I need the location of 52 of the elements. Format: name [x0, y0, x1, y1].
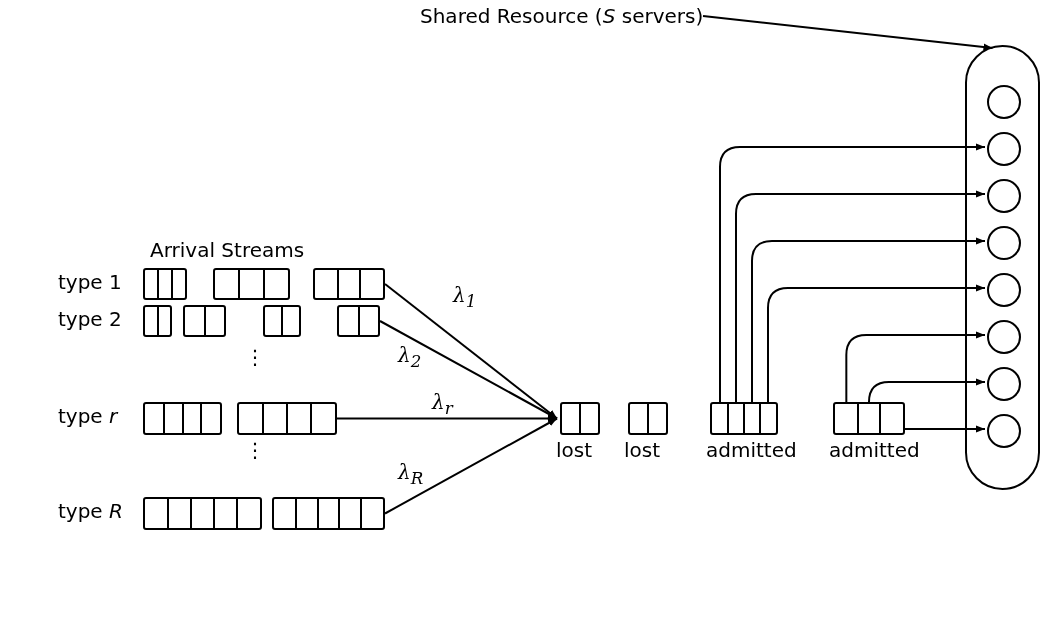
packet-caption: lost — [624, 438, 661, 462]
edge-label: λ$_{2}$ — [398, 343, 422, 372]
arrow — [719, 143, 986, 403]
arrow — [904, 425, 986, 433]
server-pool-band — [965, 45, 1040, 490]
server-circle — [987, 320, 1021, 354]
packet-box — [237, 402, 337, 435]
server-circle — [987, 273, 1021, 307]
packet-box — [143, 268, 187, 300]
server-circle — [987, 226, 1021, 260]
packet-caption: admitted — [829, 438, 920, 462]
arrow — [845, 331, 986, 403]
stream-label: type R — [58, 499, 123, 523]
edge-label: λ$_{r}$ — [432, 390, 453, 419]
leader-line — [702, 15, 994, 51]
arrow — [379, 320, 558, 420]
stream-label: type 1 — [58, 270, 122, 294]
stream-label: type r — [58, 404, 118, 428]
arrow — [384, 283, 558, 420]
resource-label: Shared Resource (S servers) — [420, 4, 704, 28]
packet-box — [213, 268, 290, 300]
server-circle — [987, 85, 1021, 119]
arrow — [735, 190, 986, 403]
ellipsis-mark: ⋮ — [245, 438, 265, 462]
arrow — [751, 237, 986, 403]
packet-caption: lost — [556, 438, 593, 462]
packet-box — [337, 305, 380, 337]
packet-box — [313, 268, 385, 300]
arrow — [336, 414, 558, 423]
packet-caption: admitted — [706, 438, 797, 462]
arrow — [868, 378, 986, 403]
packet-box — [272, 497, 385, 530]
stream-label: type 2 — [58, 307, 122, 331]
packet-box — [263, 305, 301, 337]
server-circle — [987, 367, 1021, 401]
packet-box — [143, 402, 222, 435]
edge-label: λ$_{R}$ — [398, 460, 424, 489]
arrow — [384, 417, 558, 515]
server-circle — [987, 414, 1021, 448]
packet-box — [710, 402, 778, 435]
packet-box — [628, 402, 668, 435]
packet-box — [560, 402, 600, 435]
server-circle — [987, 132, 1021, 166]
packet-box — [183, 305, 226, 337]
edge-label: λ$_{1}$ — [453, 283, 477, 312]
heading-label: Arrival Streams — [150, 238, 305, 262]
arrow — [767, 284, 986, 403]
ellipsis-mark: ⋮ — [245, 345, 265, 369]
server-circle — [987, 179, 1021, 213]
packet-box — [143, 497, 262, 530]
packet-box — [143, 305, 172, 337]
packet-box — [833, 402, 905, 435]
